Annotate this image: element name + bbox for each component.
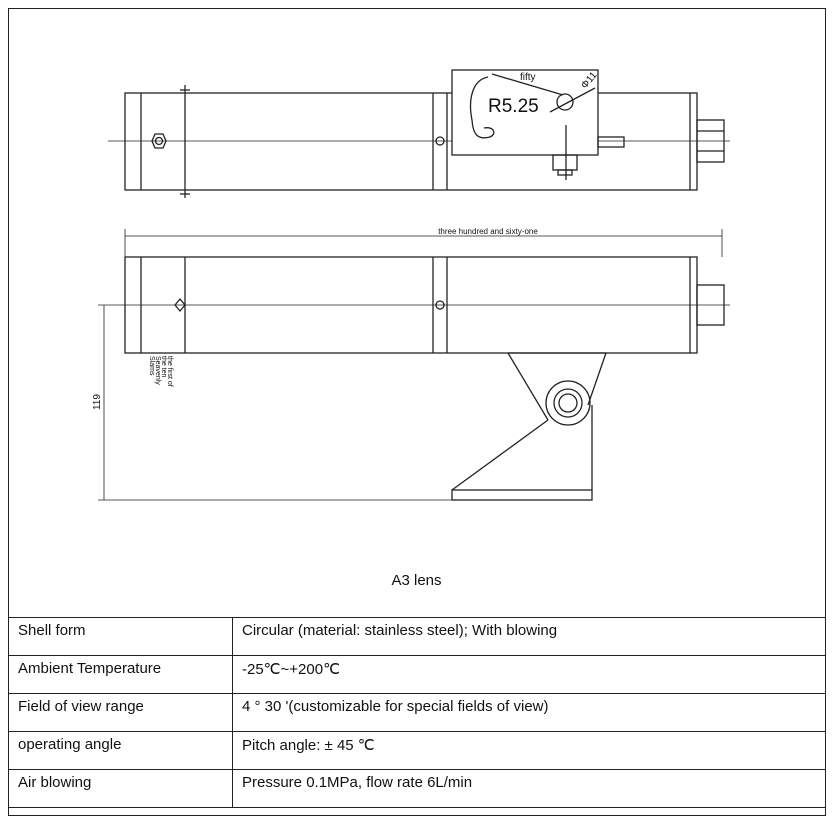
side-view (98, 256, 730, 501)
height-label: 119 (92, 394, 103, 410)
note-line: Slams (148, 356, 155, 376)
length-label: three hundred and sixty-one (438, 227, 538, 236)
spec-label: Air blowing (8, 769, 233, 808)
spec-value: Pitch angle: ± 45 ℃ (232, 731, 826, 770)
radius-label: R5.25 (488, 96, 539, 117)
length-dimension (124, 229, 723, 257)
spec-label: Field of view range (8, 693, 233, 732)
note-line: Seavenly (154, 356, 161, 385)
spec-label: Shell form (8, 617, 233, 656)
spec-label: Ambient Temperature (8, 655, 233, 694)
table-row: Ambient Temperature-25℃~+200℃ (8, 655, 826, 694)
spec-value: 4 ° 30 '(customizable for special fields… (232, 693, 826, 732)
top-view (108, 69, 730, 198)
fifty-label: fifty (520, 72, 536, 83)
spec-value: -25℃~+200℃ (232, 655, 826, 694)
spec-value: Pressure 0.1MPa, flow rate 6L/min (232, 769, 826, 808)
drawing-caption: A3 lens (391, 572, 442, 589)
note-text: the first of the ten Seavenly Slams (148, 356, 173, 387)
note-line: the first of (166, 356, 173, 387)
technical-drawing: fifty R5.25 Φ11 three hundred and sixty-… (92, 69, 730, 501)
drawing-frame (8, 8, 826, 816)
spec-label: operating angle (8, 731, 233, 770)
spec-value: Circular (material: stainless steel); Wi… (232, 617, 826, 656)
note-line: the ten (160, 356, 167, 378)
